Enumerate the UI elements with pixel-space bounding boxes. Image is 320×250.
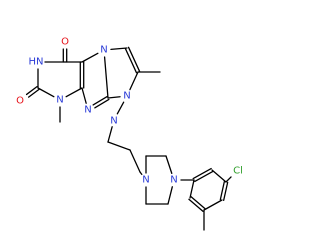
bond-n7-c_im1 (110, 47, 128, 51)
bond-r2-r3 (211, 169, 227, 183)
bond-n1-c4 (65, 87, 83, 98)
atom-piperazine-n1: N (142, 175, 149, 186)
bond-r3-r4-1 (219, 180, 225, 201)
bond-r3-r4-0 (223, 181, 229, 202)
bond-c2-o_left-0 (27, 88, 40, 98)
bond-r1-r2-1 (194, 170, 214, 183)
bond-r5-r6-1 (190, 196, 206, 210)
bond-p3-pip_n1 (139, 171, 143, 176)
bond-c5-n7 (81, 52, 99, 63)
atom-nh: HN (29, 57, 44, 68)
bond-n_im-n9 (116, 101, 125, 115)
chemical-structure-diagram: O HN O N N N N N N N Cl (16, 37, 243, 231)
atom-chlorine: Cl (233, 166, 243, 177)
bond-r3-cl (225, 176, 232, 183)
bond-r6-r1 (189, 179, 195, 199)
atom-labels: O HN O N N N N N N N Cl (16, 37, 243, 186)
bond-pip_n2-pd (167, 186, 173, 205)
bond-pb-pip_n2 (165, 155, 173, 175)
bond-n9-p1 (107, 126, 113, 143)
bond-r1-r2-0 (192, 167, 212, 180)
bond-n3-c8-1 (94, 98, 110, 109)
bond-n_im-c8 (107, 96, 121, 99)
atom-piperazine-n2: N (170, 175, 177, 186)
atom-oxygen-left: O (16, 96, 24, 107)
bond-c4-n3 (81, 87, 87, 104)
atom-nitrogen-methyl: N (56, 95, 63, 106)
atom-oxygen-top: O (61, 37, 69, 48)
atom-nitrogen-imidazole: N (123, 91, 130, 102)
atom-nitrogen-bridge: N (100, 45, 107, 56)
bond-r5-r6-0 (188, 198, 204, 212)
bond-c_im1-c_im2-1 (124, 48, 138, 74)
atom-nitrogen-ring: N (84, 105, 91, 116)
bond-p1-p2 (107, 141, 131, 151)
bond-c2-n1 (37, 87, 55, 98)
bond-c8-n7 (103, 56, 109, 99)
bond-p2-p3 (129, 149, 141, 173)
bond-c_im1-c_im2-0 (127, 46, 141, 72)
atom-nitrogen-propyl: N (110, 116, 117, 127)
bond-c2-o_left-1 (25, 85, 38, 96)
bond-r4-r5 (203, 199, 223, 211)
bond-c_im2-n_im (129, 71, 139, 91)
bond-n3-c8-0 (92, 95, 108, 106)
bond-lines (25, 46, 232, 231)
